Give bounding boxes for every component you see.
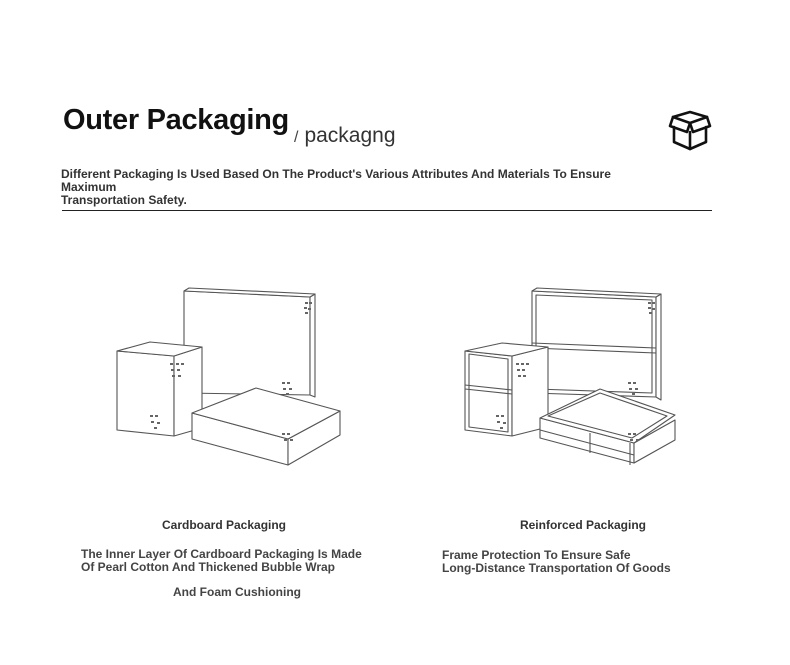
card-description-line-1: The Inner Layer Of Cardboard Packaging I… [81,547,362,561]
card-description-line-3: And Foam Cushioning [173,585,301,599]
subtitle: / packagng [294,124,396,148]
header-divider [62,210,712,211]
card-description-reinforced: Frame Protection To Ensure Safe Long-Dis… [442,549,671,575]
subtitle-text: packagng [304,124,396,147]
card-description-line-2: Of Pearl Cotton And Thickened Bubble Wra… [81,560,336,574]
reinforced-crates-illustration [464,287,676,465]
title-separator: / [294,129,299,146]
page-title: Outer Packaging [63,104,289,136]
description-line-2: Transportation Safety. [61,193,187,207]
card-title-cardboard: Cardboard Packaging [161,518,287,532]
package-box-icon [668,110,712,151]
card-description-line-1: Frame Protection To Ensure Safe [442,548,631,562]
card-description-cardboard: The Inner Layer Of Cardboard Packaging I… [81,548,362,574]
description-line-1: Different Packaging Is Used Based On The… [61,167,611,194]
cardboard-boxes-illustration [116,287,341,466]
card-title-reinforced: Reinforced Packaging [519,518,647,532]
header-description: Different Packaging Is Used Based On The… [61,168,661,207]
card-description-line-2: Long-Distance Transportation Of Goods [442,561,671,575]
